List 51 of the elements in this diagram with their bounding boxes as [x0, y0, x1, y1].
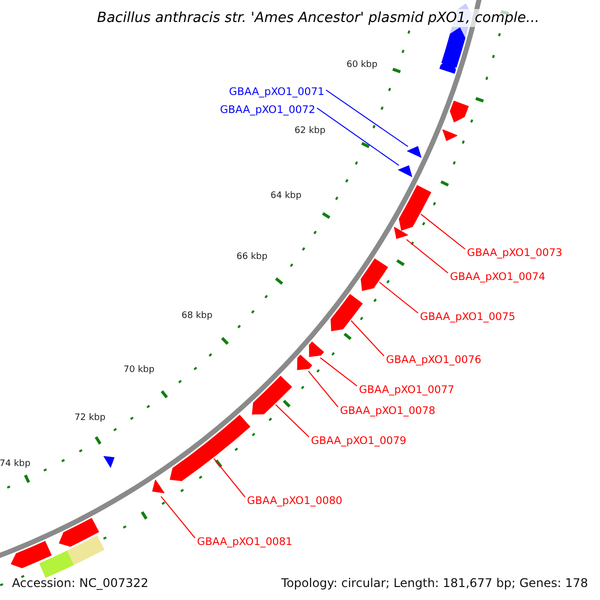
- gene-label: GBAA_pXO1_0071: [229, 86, 324, 98]
- gene-block: [330, 294, 363, 332]
- gene-block: [450, 100, 469, 122]
- gene-triangle: [398, 165, 412, 178]
- gene-triangle: [103, 456, 115, 468]
- leader-line: [350, 320, 384, 356]
- gene-label: GBAA_pXO1_0072: [220, 104, 316, 116]
- gene-label: GBAA_pXO1_0076: [386, 354, 482, 366]
- scale-label: 68 kbp: [182, 310, 212, 322]
- gene-block: [360, 258, 388, 291]
- accession-text: Accession: NC_007322: [11, 577, 150, 589]
- leader-line: [326, 90, 408, 147]
- gene-triangle: [442, 129, 458, 142]
- leader-line: [316, 108, 400, 166]
- leader-line: [320, 357, 358, 386]
- leader-line: [406, 239, 448, 274]
- gene-block: [398, 185, 432, 231]
- gene-label: GBAA_pXO1_0074: [450, 271, 546, 283]
- scale-label: 62 kbp: [294, 125, 326, 137]
- gene-label: GBAA_pXO1_0077: [359, 384, 454, 396]
- gene-label: GBAA_pXO1_0075: [420, 311, 516, 323]
- leader-line: [420, 214, 466, 250]
- gene-triangle: [152, 480, 164, 494]
- gene-block: [252, 376, 292, 414]
- leader-line: [308, 370, 338, 408]
- gene-block: [297, 354, 312, 370]
- leader-line: [275, 404, 310, 438]
- scale-label: 74 kbp: [0, 458, 30, 470]
- leader-line: [378, 282, 418, 314]
- leader-line: [160, 496, 196, 538]
- scale-label: 70 kbp: [124, 364, 154, 376]
- title: Bacillus anthracis str. 'Ames Ancestor' plasmid pXO1, comple...: [97, 9, 540, 27]
- gene-label: GBAA_pXO1_0081: [197, 536, 292, 548]
- gene-label: GBAA_pXO1_0079: [311, 435, 406, 447]
- gene-bar: [39, 550, 74, 578]
- scale-label: 64 kbp: [270, 190, 302, 202]
- leader-line: [213, 458, 246, 498]
- gene-bar: [66, 535, 105, 566]
- scale-label: 66 kbp: [236, 251, 268, 263]
- scale-label: 72 kbp: [74, 412, 106, 424]
- gene-label: GBAA_pXO1_0078: [340, 405, 436, 417]
- gene-block: [58, 518, 100, 547]
- gene-triangle: [394, 226, 408, 239]
- gene-label: GBAA_pXO1_0080: [247, 495, 342, 507]
- gene-block: [10, 540, 52, 568]
- gene-block: [309, 342, 324, 357]
- gene-block: [170, 414, 250, 482]
- gene-label: GBAA_pXO1_0073: [467, 247, 562, 259]
- gene-triangle: [406, 146, 422, 158]
- scale-label: 60 kbp: [346, 59, 378, 71]
- summary-text: Topology: circular; Length: 181,677 bp; Genes: 178: [280, 577, 589, 589]
